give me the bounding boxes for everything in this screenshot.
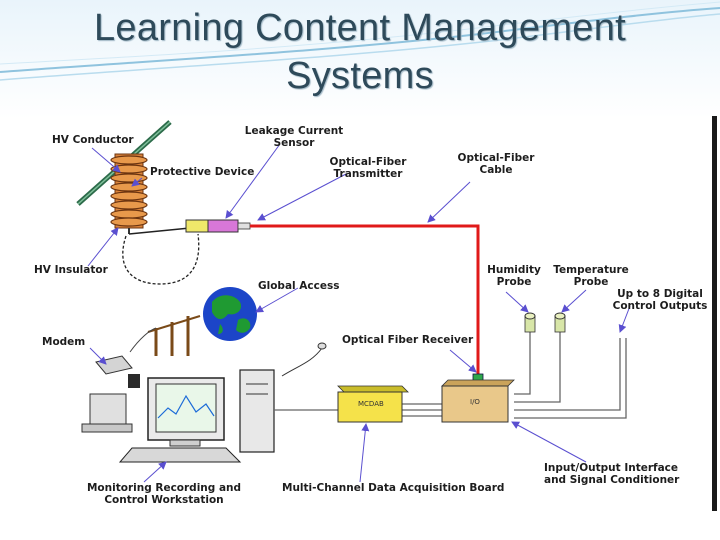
label-leakage-current-sensor: Leakage Current Sensor [242, 125, 346, 149]
slide-title-line-1: Learning Content Management [93, 7, 626, 49]
label-cable-line-1: Optical-Fiber [457, 152, 535, 164]
label-humidity-line-1: Humidity [487, 264, 541, 276]
optical-fiber-cable [250, 224, 480, 378]
insulator-stack [110, 153, 148, 234]
label-leakage-line-1: Leakage Current [244, 125, 344, 137]
data-cables [274, 328, 627, 419]
transmitter-device [185, 219, 251, 233]
mcdab-board [337, 385, 409, 423]
label-protective-device: Protective Device [150, 166, 255, 178]
slide-title-line-2: Systems [286, 55, 434, 97]
label-digital-line-2: Control Outputs [612, 300, 708, 312]
system-diagram: MCDAB I/O HV Conductor Leakage Current S… [30, 116, 717, 511]
workstation [81, 342, 327, 463]
slide-title: Learning Content Management Systems [0, 4, 720, 100]
label-optical-fiber-receiver: Optical Fiber Receiver [342, 334, 474, 346]
humidity-probe [524, 312, 536, 333]
label-digital-line-1: Up to 8 Digital [617, 288, 703, 300]
header-swoosh-decoration [0, 1, 720, 81]
label-leakage-line-2: Sensor [273, 137, 315, 149]
label-temperature-line-2: Probe [573, 276, 609, 288]
label-transmitter-line-1: Optical-Fiber [329, 156, 407, 168]
label-mcdab-board: Multi-Channel Data Acquisition Board [282, 482, 505, 494]
label-temperature-probe: Temperature Probe [550, 264, 632, 288]
temperature-probe [554, 312, 566, 333]
telephone-poles [147, 315, 201, 356]
io-box-text: I/O [470, 398, 480, 406]
label-transmitter-line-2: Transmitter [333, 168, 403, 180]
label-hv-conductor: HV Conductor [52, 134, 134, 146]
label-cable-line-2: Cable [479, 164, 513, 176]
label-monitoring-line-2: Control Workstation [104, 494, 224, 506]
label-monitoring-line-1: Monitoring Recording and [86, 482, 242, 494]
label-monitoring-workstation: Monitoring Recording and Control Worksta… [82, 482, 246, 506]
label-io-line-2: and Signal Conditioner [544, 474, 680, 486]
diagram-graphics [76, 120, 631, 483]
label-humidity-probe: Humidity Probe [478, 264, 550, 288]
label-io-line-1: Input/Output Interface [544, 462, 679, 474]
label-optical-fiber-cable: Optical-Fiber Cable [448, 152, 544, 176]
label-hv-insulator: HV Insulator [34, 264, 108, 276]
io-interface-box [441, 379, 515, 423]
label-global-access: Global Access [258, 280, 340, 292]
globe-graphic [203, 287, 257, 341]
label-optical-fiber-transmitter: Optical-Fiber Transmitter [320, 156, 416, 180]
label-digital-outputs: Up to 8 Digital Control Outputs [612, 288, 708, 312]
label-io-interface: Input/Output Interface and Signal Condit… [544, 462, 680, 486]
label-humidity-line-2: Probe [496, 276, 532, 288]
label-modem: Modem [42, 336, 86, 348]
label-temperature-line-1: Temperature [553, 264, 629, 276]
mcdab-box-text: MCDAB [358, 400, 384, 408]
